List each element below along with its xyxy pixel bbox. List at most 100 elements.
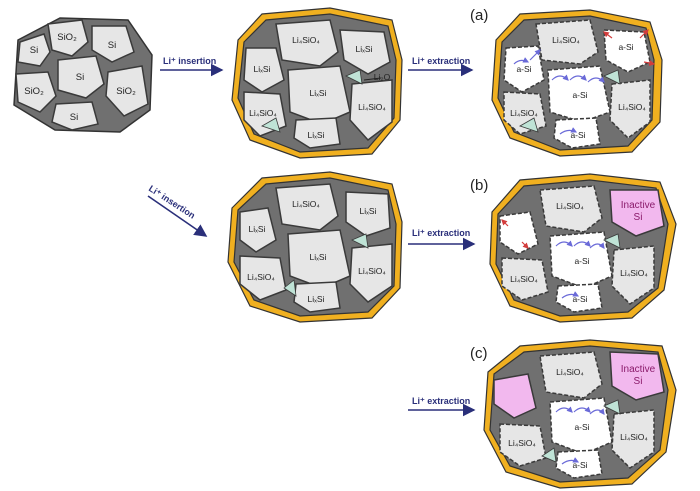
- li-flow-arrows: [555, 240, 605, 299]
- li-out-arrows: [501, 219, 529, 249]
- grain-li4sio4: [609, 79, 651, 139]
- arrow-extract-a: Li⁺ extraction: [408, 56, 474, 77]
- pristine-cluster: Si SiO₂ Si Si SiO₂ SiO₂ Si: [13, 17, 153, 133]
- grain-li4sio4: [239, 255, 287, 301]
- li2o-pocket: [603, 399, 621, 415]
- label-asi: a-Si: [574, 422, 589, 432]
- label-si: Si: [108, 40, 116, 51]
- grain-lixsi: [239, 207, 277, 253]
- grain-inactive-si: [609, 351, 665, 401]
- grain-si-1: [17, 33, 51, 67]
- label-asi: a-Si: [516, 64, 531, 74]
- li2o-pocket: [261, 117, 281, 133]
- grain-li4sio4: [501, 257, 549, 301]
- grain-asi-void: [553, 117, 601, 149]
- grain-lixsi: [339, 29, 391, 75]
- label-lixsi: LiₓSi: [310, 88, 327, 98]
- label-li4sio4: Li₄SiO₄: [510, 274, 538, 284]
- label-si: Si: [70, 112, 78, 123]
- label-li4sio4: Li₄SiO₄: [510, 108, 538, 118]
- delithiated-cluster-b: Li₄SiO₄ Inactive Si a-Si Li₄SiO₄ Li₄SiO₄…: [470, 173, 677, 323]
- label-li4sio4: Li₄SiO₄: [618, 102, 646, 112]
- li2o-pocket: [603, 69, 621, 85]
- label-sio2: SiO₂: [57, 32, 77, 43]
- label-asi: a-Si: [572, 460, 587, 470]
- grain-lixsi: [293, 117, 341, 149]
- label-li4sio4: Li₄SiO₄: [556, 201, 584, 211]
- grain-li4sio4: [349, 79, 393, 142]
- label-sio2: SiO₂: [116, 86, 136, 97]
- grain-li4sio4: [499, 423, 547, 467]
- label-li4sio4: Li₄SiO₄: [249, 108, 277, 118]
- grain-li4sio4: [275, 19, 339, 67]
- arrow-extract-b: Li⁺ extraction: [408, 228, 476, 251]
- label-lixsi: LiₓSi: [308, 294, 325, 304]
- label-li4sio4: Li₄SiO₄: [247, 272, 275, 282]
- grain-sio2-3: [105, 65, 149, 117]
- li2o-pocket: [345, 69, 363, 85]
- li-flow-arrows: [513, 49, 605, 135]
- label-lixsi: LiₓSi: [356, 44, 373, 54]
- arrow-label: Li⁺ extraction: [412, 396, 470, 406]
- label-li4sio4: Li₄SiO₄: [556, 367, 584, 377]
- li2o-pocket: [283, 279, 297, 297]
- label-li4sio4: Li₄SiO₄: [620, 268, 648, 278]
- label-li4sio4: Li₄SiO₄: [508, 438, 536, 448]
- grain-asi-void: [503, 45, 545, 93]
- grain-sio2-2: [15, 71, 57, 113]
- grain-si-2: [91, 25, 135, 63]
- label-asi: a-Si: [572, 294, 587, 304]
- label-lixsi: LiₓSi: [249, 224, 266, 234]
- arrow-label: Li⁺ insertion: [147, 183, 197, 220]
- label-li4sio4: Li₄SiO₄: [292, 199, 320, 209]
- label-li4sio4: Li₄SiO₄: [358, 102, 386, 112]
- panel-label-b: (b): [470, 177, 488, 194]
- label-inactive-si: Si: [634, 212, 643, 223]
- grain-li4sio4: [349, 243, 393, 303]
- label-li2o: Li₂O: [374, 72, 391, 82]
- grain-si-3: [57, 55, 105, 99]
- grain-lixsi: [243, 47, 285, 93]
- label-lixsi: LiₓSi: [254, 64, 271, 74]
- label-li4sio4: Li₄SiO₄: [358, 266, 386, 276]
- grain-li4sio4: [275, 183, 339, 231]
- label-inactive: Inactive: [621, 200, 656, 211]
- arrow-label: Li⁺ extraction: [412, 228, 470, 238]
- panel-label-a: (a): [470, 7, 488, 24]
- arrow-label: Li⁺ insertion: [163, 56, 216, 66]
- label-lixsi: LiₓSi: [308, 130, 325, 140]
- label-li4sio4: Li₄SiO₄: [292, 35, 320, 45]
- grain-li4sio4: [539, 351, 603, 399]
- panel-label-c: (c): [470, 345, 488, 362]
- delithiated-cluster-a: Li₄SiO₄ a-Si a-Si a-Si Li₄SiO₄ Li₄SiO₄ a…: [470, 7, 663, 157]
- li-flow-arrows: [555, 406, 605, 465]
- grain-inactive-si: [609, 189, 665, 237]
- grain-si-4: [51, 101, 99, 131]
- grain-lixsi: [293, 281, 341, 313]
- li2o-pocket: [603, 233, 621, 249]
- label-asi: a-Si: [574, 256, 589, 266]
- arrow-extract-c: Li⁺ extraction: [408, 396, 476, 417]
- label-si: Si: [76, 72, 84, 83]
- delithiated-cluster-c: Li₄SiO₄ Inactive Si a-Si Li₄SiO₄ Li₄SiO₄…: [470, 339, 677, 489]
- grain-asi-void: [603, 29, 651, 73]
- lithiated-cluster-2: LiₓSi Li₄SiO₄ LiₓSi LiₓSi Li₄SiO₄ Li₄SiO…: [227, 171, 403, 323]
- label-lixsi: LiₓSi: [360, 206, 377, 216]
- label-lixsi: LiₓSi: [310, 252, 327, 262]
- li-out-arrows: [603, 29, 656, 67]
- grain-inactive-si: [493, 373, 537, 419]
- li2o-pocket: [351, 233, 369, 249]
- label-inactive-si: Si: [634, 376, 643, 387]
- li2o-pocket: [519, 117, 539, 133]
- grain-li4sio4: [611, 409, 655, 469]
- lithiated-cluster-1: Li₄SiO₄ LiₓSi LiₓSi LiₓSi Li₄SiO₄ Li₄SiO…: [231, 7, 403, 159]
- grain-sio2-1: [47, 19, 89, 57]
- label-li4sio4: Li₄SiO₄: [552, 35, 580, 45]
- grain-lixsi: [345, 191, 391, 237]
- label-sio2: SiO₂: [24, 86, 44, 97]
- grain-li4sio4: [535, 19, 599, 65]
- label-li4sio4: Li₄SiO₄: [620, 432, 648, 442]
- arrow-label: Li⁺ extraction: [412, 56, 470, 66]
- arrow-insert-2: Li⁺ insertion: [147, 183, 208, 237]
